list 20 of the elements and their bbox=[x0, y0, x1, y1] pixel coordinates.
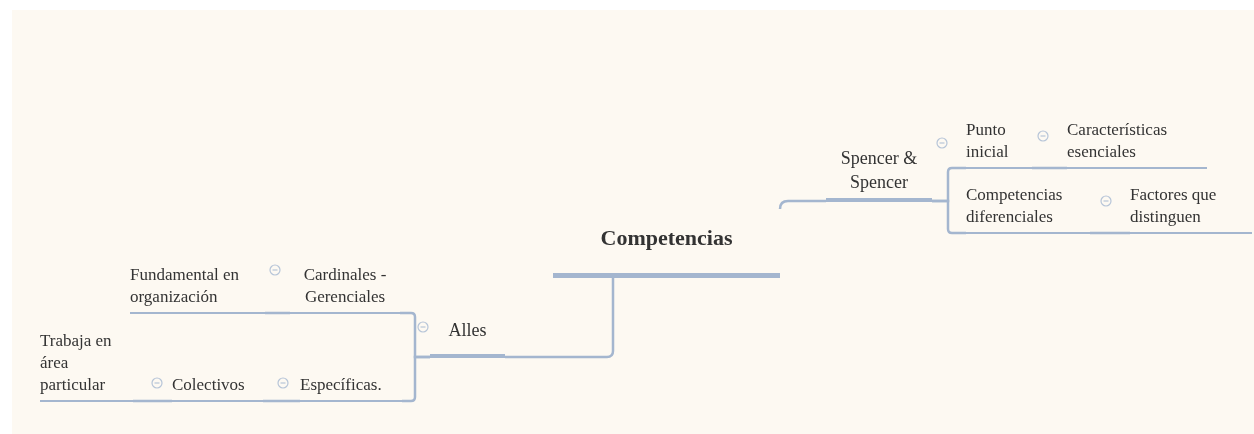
connector-line bbox=[265, 311, 290, 315]
connector-line bbox=[133, 399, 172, 403]
connector-line bbox=[1032, 166, 1067, 170]
topic-label: Colectivos bbox=[172, 373, 246, 396]
topic-label: Alles bbox=[447, 318, 488, 342]
topic-label: Trabaja en área particular bbox=[40, 329, 113, 396]
connector-line bbox=[1090, 231, 1130, 235]
topic-label: Cardinales - Gerenciales bbox=[302, 263, 388, 308]
topic-label: Competencias diferenciales bbox=[966, 183, 1064, 228]
topic-label: Punto inicial bbox=[966, 118, 1010, 163]
topic-label: Fundamental en organización bbox=[130, 263, 241, 308]
topic-label: Factores que distinguen bbox=[1130, 183, 1218, 228]
connector-line bbox=[505, 278, 615, 359]
connector-line bbox=[778, 199, 826, 210]
topic-label: Características esenciales bbox=[1067, 118, 1169, 163]
topic-label: Específicas. bbox=[300, 373, 383, 396]
topic-label: Competencias bbox=[599, 224, 734, 253]
connector-line bbox=[402, 355, 430, 403]
topic-label: Spencer & Spencer bbox=[839, 147, 919, 194]
connector-line bbox=[263, 399, 300, 403]
